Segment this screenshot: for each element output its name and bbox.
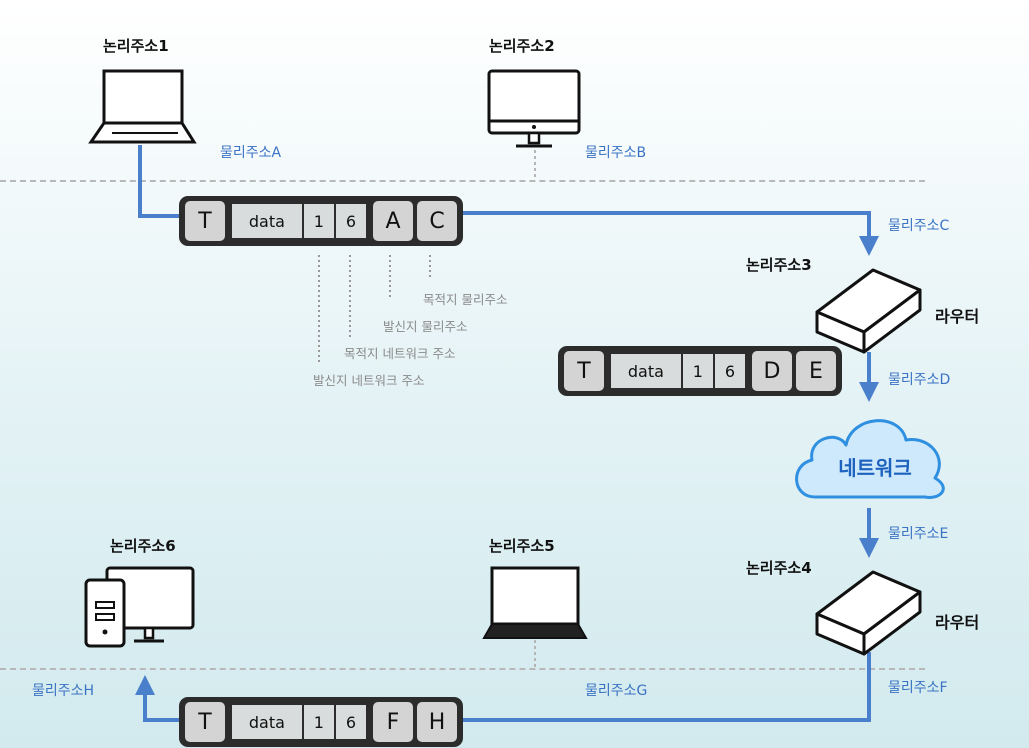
packet-1-data-block: data 1 6 bbox=[229, 201, 369, 241]
packet-3-src-mac-field: F bbox=[373, 702, 413, 742]
link-router2-to-packet3 bbox=[455, 652, 871, 722]
packet-1-t-field: T bbox=[185, 201, 225, 241]
packet-2-data-block: data 1 6 bbox=[608, 351, 748, 391]
packet-3-t-field: T bbox=[185, 702, 225, 742]
laptop-5-icon bbox=[482, 566, 588, 639]
physical-address-e-label: 물리주소E bbox=[888, 526, 949, 542]
upper-dashed-divider bbox=[0, 180, 925, 182]
packet-3-data-field: data bbox=[232, 705, 304, 739]
router-2-label: 라우터 bbox=[935, 613, 980, 632]
logical-address-1-label: 논리주소1 bbox=[103, 37, 169, 55]
note-source-network-address: 발신지 네트워크 주소 bbox=[313, 373, 425, 388]
lower-dashed-divider bbox=[0, 668, 925, 670]
physical-address-f-label: 물리주소F bbox=[888, 680, 948, 696]
packet-3: T data 1 6 F H bbox=[179, 697, 463, 747]
packet-2-src-mac-field: D bbox=[752, 351, 792, 391]
note-destination-physical-address: 목적지 물리주소 bbox=[423, 292, 508, 307]
packet-2-dst-mac-field: E bbox=[796, 351, 836, 391]
packet-3-dst-net-field: 6 bbox=[345, 712, 357, 732]
packet-1-data-field: data bbox=[232, 204, 304, 238]
physical-address-g-label: 물리주소G bbox=[585, 683, 648, 699]
note-destination-network-address: 목적지 네트워크 주소 bbox=[344, 346, 456, 361]
logical-address-6-label: 논리주소6 bbox=[110, 537, 176, 555]
packet-3-src-net-field: 1 bbox=[304, 705, 336, 739]
network-cloud-icon bbox=[795, 419, 945, 499]
packet-2-dst-net-field: 6 bbox=[724, 361, 736, 381]
desktop-6-icon bbox=[84, 566, 195, 648]
packet-2-t-field: T bbox=[564, 351, 604, 391]
router-2-icon bbox=[815, 570, 922, 656]
monitor-2-icon bbox=[487, 69, 581, 148]
packet-1-dst-net-field: 6 bbox=[345, 211, 357, 231]
network-cloud-label: 네트워크 bbox=[838, 456, 912, 480]
link-packet1-to-router1 bbox=[452, 211, 879, 256]
router-1-label: 라우터 bbox=[935, 307, 980, 326]
physical-address-b-label: 물리주소B bbox=[585, 145, 647, 161]
note-source-physical-address: 발신지 물리주소 bbox=[383, 319, 468, 334]
link-packet3-to-desktop6 bbox=[135, 675, 180, 722]
router-1-icon bbox=[815, 268, 922, 354]
packet-2: T data 1 6 D E bbox=[558, 346, 842, 396]
packet-1-src-net-field: 1 bbox=[304, 204, 336, 238]
packet-1: T data 1 6 A C bbox=[179, 196, 463, 246]
link-laptop1-to-packet1 bbox=[138, 145, 180, 218]
logical-address-2-label: 논리주소2 bbox=[489, 37, 555, 55]
logical-address-3-label: 논리주소3 bbox=[746, 256, 812, 274]
logical-address-5-label: 논리주소5 bbox=[489, 537, 555, 555]
packet-3-dst-mac-field: H bbox=[417, 702, 457, 742]
packet-1-src-mac-field: A bbox=[373, 201, 413, 241]
packet-2-src-net-field: 1 bbox=[683, 354, 715, 388]
laptop-1-icon bbox=[88, 69, 197, 144]
physical-address-c-label: 물리주소C bbox=[888, 218, 950, 234]
packet-1-dst-mac-field: C bbox=[417, 201, 457, 241]
packet-2-data-field: data bbox=[611, 354, 683, 388]
physical-address-d-label: 물리주소D bbox=[888, 372, 951, 388]
physical-address-h-label: 물리주소H bbox=[32, 683, 95, 699]
logical-address-4-label: 논리주소4 bbox=[746, 559, 812, 577]
packet-3-data-block: data 1 6 bbox=[229, 702, 369, 742]
physical-address-a-label: 물리주소A bbox=[220, 145, 282, 161]
